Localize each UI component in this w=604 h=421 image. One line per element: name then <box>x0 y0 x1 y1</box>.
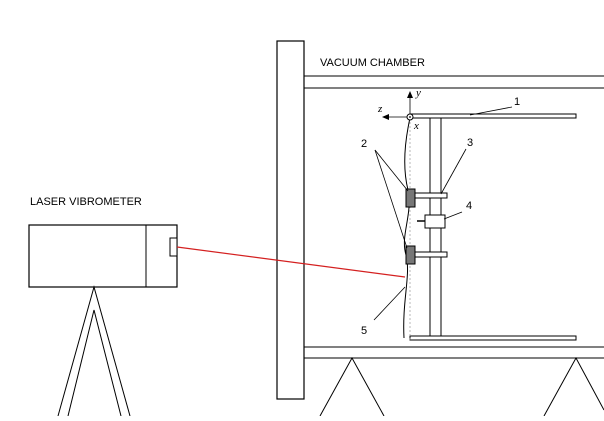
top-beam <box>409 113 577 119</box>
specimen-membrane <box>403 117 411 340</box>
sensors <box>405 188 416 265</box>
chamber-top-wall <box>303 75 604 89</box>
shaker-block <box>417 214 446 229</box>
laser-vibrometer <box>28 224 178 288</box>
coordinate-axes <box>382 91 414 121</box>
chamber-bottom-wall <box>304 346 604 359</box>
axis-y-label: y <box>415 87 421 99</box>
vibrometer-label: LASER VIBROMETER <box>30 196 142 208</box>
callout-4: 4 <box>466 200 472 212</box>
callout-3: 3 <box>467 137 473 149</box>
chamber-label: VACUUM CHAMBER <box>320 57 425 69</box>
callout-5: 5 <box>361 325 367 337</box>
axis-z-label: z <box>377 103 383 115</box>
bottom-beam <box>409 335 577 341</box>
chamber-support-legs <box>319 356 604 417</box>
chamber-front-plate <box>276 40 305 400</box>
callout-1: 1 <box>514 96 520 108</box>
axis-x-label: x <box>413 120 419 132</box>
callout-2: 2 <box>361 138 367 150</box>
callout-leaders <box>373 106 513 321</box>
laser-beam <box>176 246 406 278</box>
tripod <box>57 285 131 417</box>
